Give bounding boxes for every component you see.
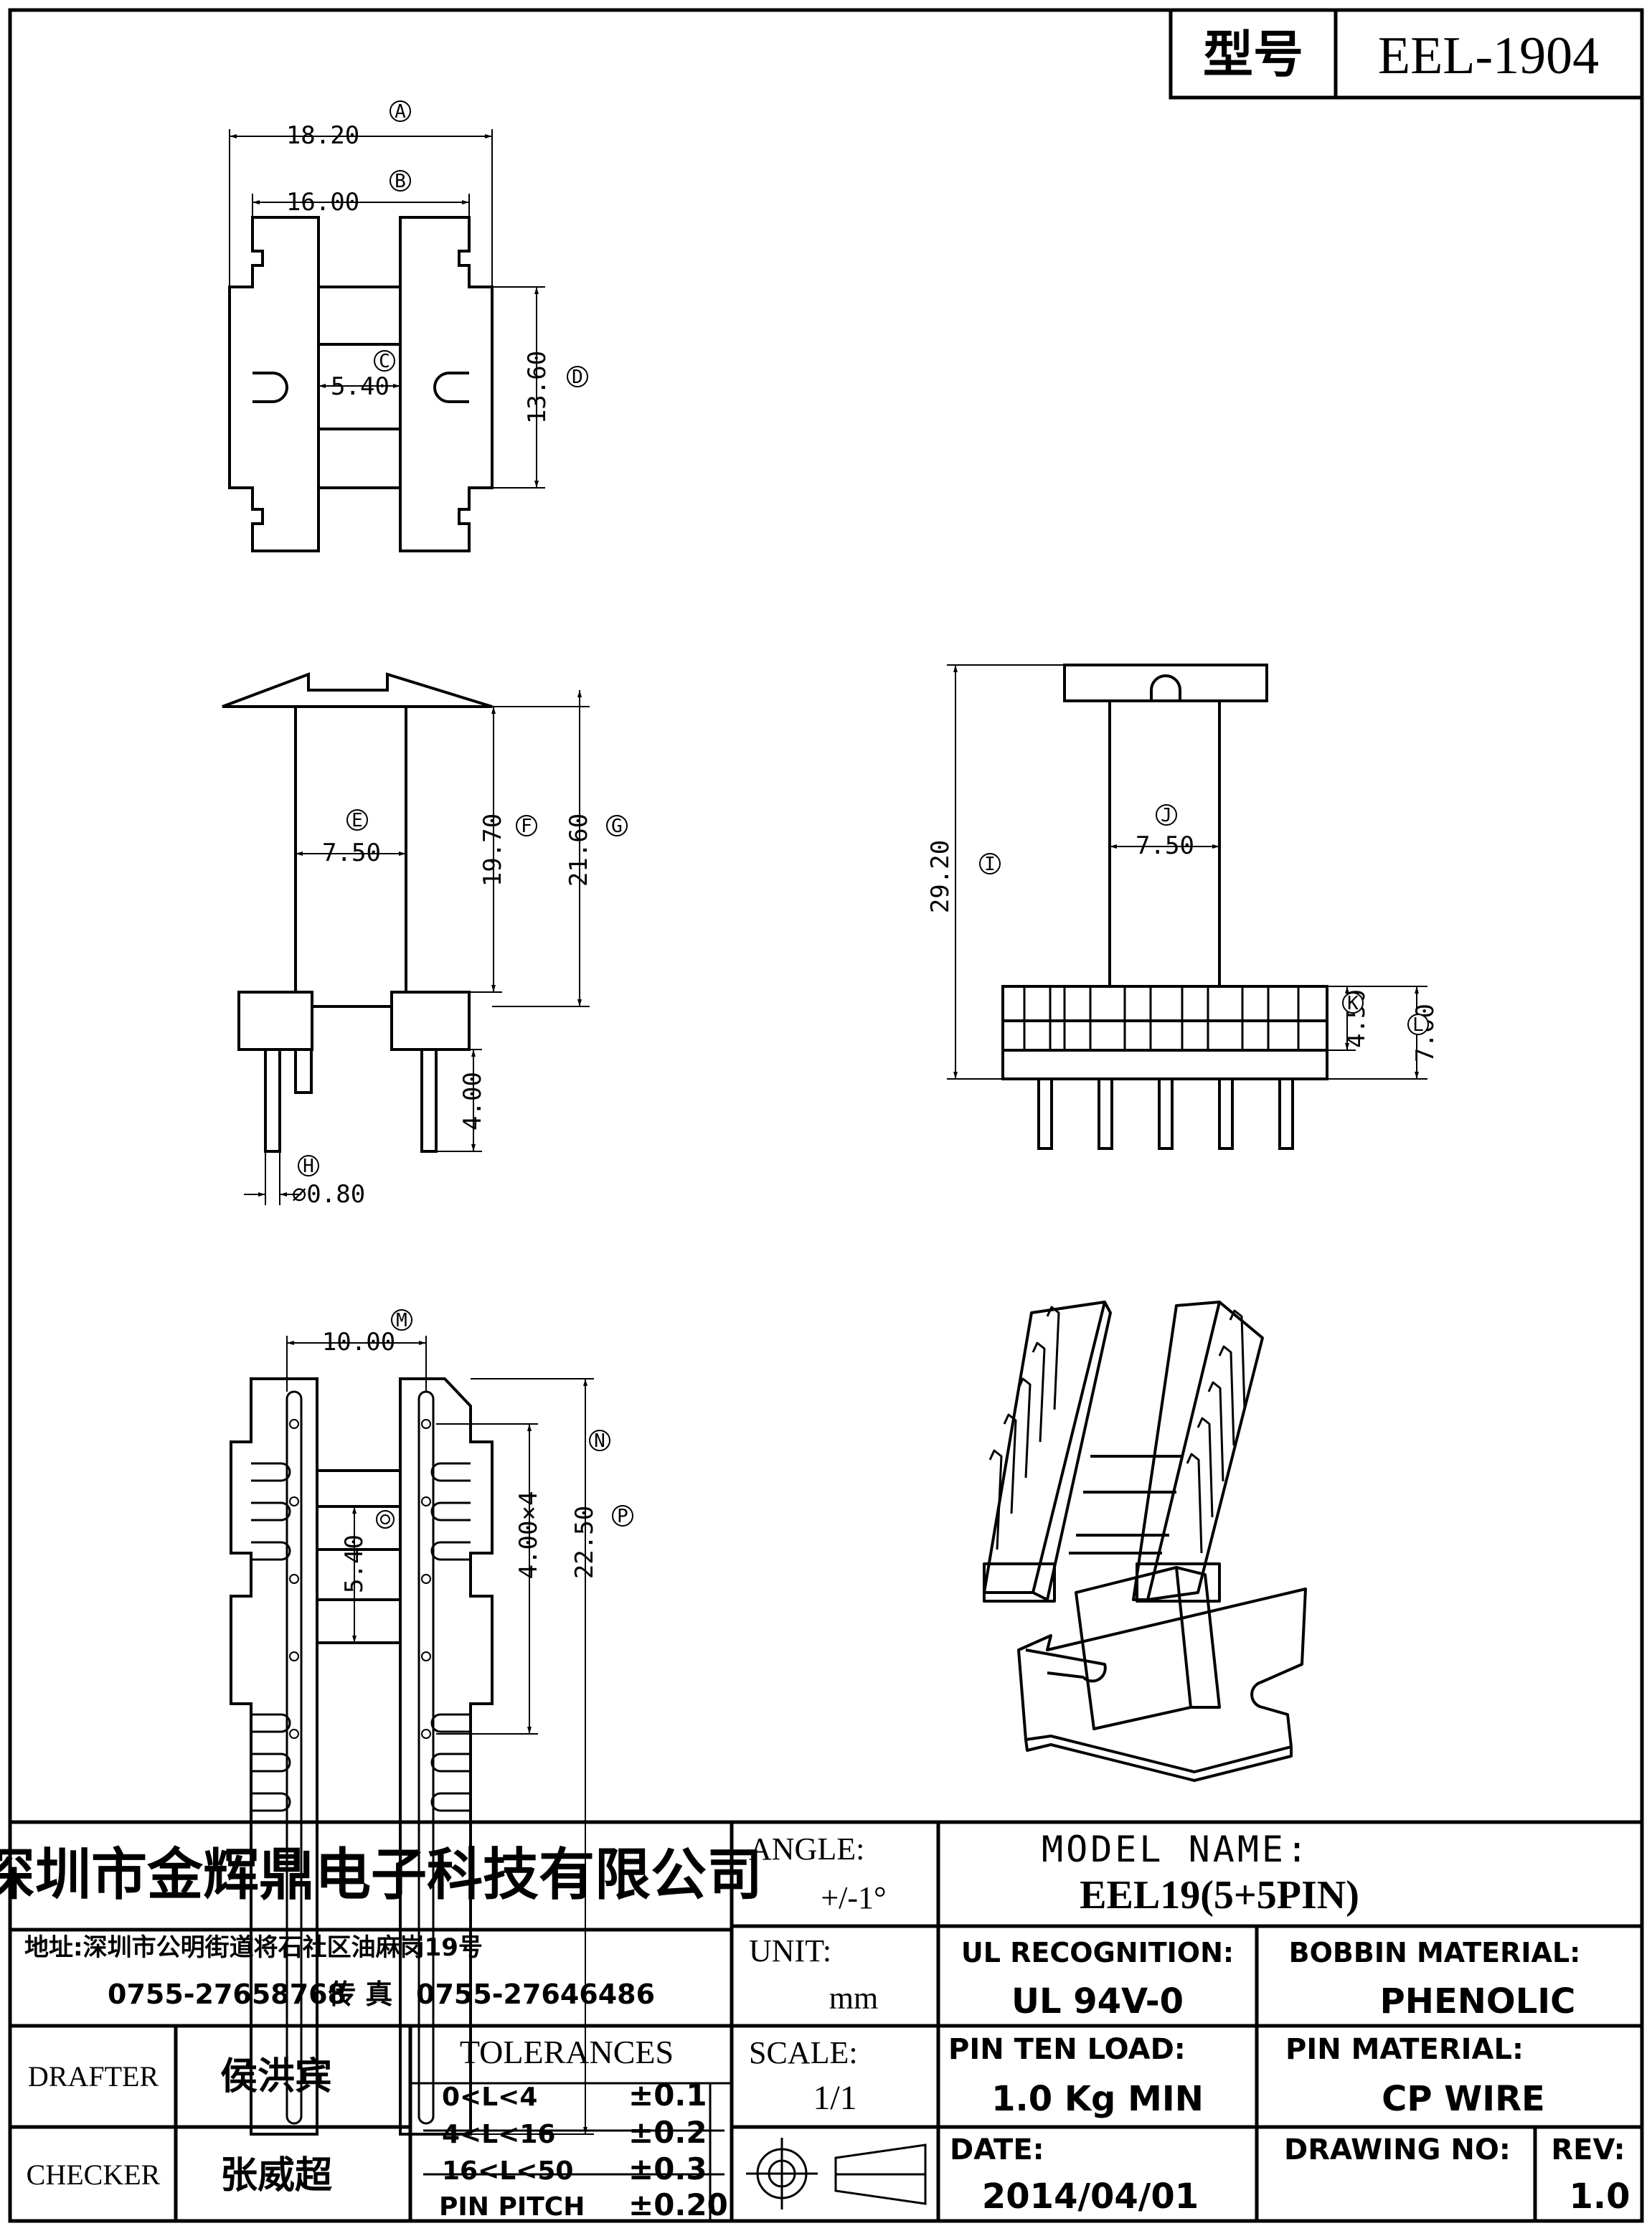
rev-value: 1.0 — [1569, 2176, 1630, 2217]
dim-p: 22.50 — [570, 1506, 599, 1579]
model-name-label: MODEL NAME: — [1042, 1829, 1311, 1870]
company-phone: 0755-27658768 — [108, 1978, 346, 2010]
company-fax: 0755-27646486 — [416, 1978, 655, 2010]
tolerance-value: ±0.3 — [628, 2151, 707, 2187]
dim-h: ⌀0.80 — [292, 1180, 365, 1209]
marker-c: C — [379, 351, 390, 372]
drafter-label: DRAFTER — [28, 2060, 159, 2093]
dim-pin-len: 4.00 — [458, 1072, 487, 1131]
angle-value: +/-1° — [821, 1880, 886, 1915]
unit-label: UNIT: — [749, 1933, 831, 1968]
front-view — [222, 672, 493, 1153]
rev-label: REV: — [1551, 2133, 1625, 2166]
dim-j: 7.50 — [1136, 831, 1194, 860]
dim-c: 5.40 — [331, 372, 390, 401]
checker-name: 张威超 — [220, 2154, 333, 2197]
checker-label: CHECKER — [27, 2159, 161, 2191]
marker-h: H — [303, 1156, 314, 1177]
marker-d: D — [572, 367, 583, 388]
pin-material-value: CP WIRE — [1382, 2079, 1545, 2119]
dim-f: 19.70 — [478, 813, 507, 887]
tolerance-value: ±0.2 — [628, 2115, 707, 2150]
marker-p: P — [617, 1506, 628, 1527]
side-view-labels: 29.20 I 7.50 J 4.50 K 7.00 L — [926, 804, 1440, 1062]
model-name-value: EEL19(5+5PIN) — [1080, 1873, 1359, 1918]
bottom-view-labels: 10.00 M 5.40 4.00×4 N 22.50 P — [322, 1309, 633, 1593]
date-value: 2014/04/01 — [982, 2176, 1199, 2217]
date-label: DATE: — [950, 2133, 1044, 2166]
marker-j: J — [1161, 805, 1172, 826]
drafter-name: 侯洪宾 — [220, 2055, 332, 2098]
model-value: EEL-1904 — [1378, 27, 1599, 85]
side-view-dimensions — [947, 664, 1427, 1080]
title-block: 深圳市金辉鼎电子科技有限公司 地址:深圳市公明街道将石社区油麻岗19号 0755… — [0, 1820, 1642, 2222]
unit-value: mm — [829, 1981, 878, 2016]
dim-n: 4.00×4 — [514, 1491, 543, 1580]
tolerance-value: ±0.20 — [628, 2187, 728, 2222]
marker-i: I — [984, 854, 996, 875]
model-label: 型号 — [1203, 25, 1303, 84]
tolerance-value: ±0.1 — [628, 2077, 707, 2113]
tolerance-range: 4<L<16 — [442, 2120, 555, 2149]
sheet-border — [8, 8, 1644, 2223]
bobbin-label: BOBBIN MATERIAL: — [1289, 1937, 1581, 1968]
bottom-view — [230, 1377, 494, 2136]
dim-e: 7.50 — [322, 839, 381, 867]
tolerances-title: TOLERANCES — [460, 2034, 674, 2070]
fax-label: 传 真 — [328, 1978, 392, 2010]
front-view-dimensions — [244, 690, 590, 1205]
drawing-no-label: DRAWING NO: — [1284, 2133, 1511, 2166]
marker-g: G — [611, 816, 623, 837]
bottom-view-dimensions — [286, 1336, 594, 2135]
dim-bottom-c: 5.40 — [340, 1534, 369, 1593]
ul-value: UL 94V-0 — [1011, 1981, 1184, 2022]
marker-f: F — [521, 816, 532, 837]
dim-d: 13.60 — [523, 351, 552, 424]
marker-n: N — [594, 1430, 605, 1452]
top-view-labels: 18.20 A 16.00 B 5.40 C 13.60 D — [286, 100, 588, 424]
marker-k: K — [1347, 993, 1359, 1014]
marker-a: A — [395, 101, 406, 123]
marker-l: L — [1412, 1014, 1424, 1036]
iso-view — [983, 1301, 1307, 1782]
model-header: 型号 EEL-1904 — [1169, 8, 1644, 100]
front-view-labels: 7.50 E 19.70 F 21.60 G 4.00 H ⌀0.80 — [292, 809, 628, 1209]
top-view-dimensions — [229, 129, 545, 489]
marker-e: E — [351, 810, 363, 831]
dim-a: 18.20 — [286, 121, 359, 150]
side-view — [1001, 664, 1328, 1150]
pin-load-label: PIN TEN LOAD: — [948, 2033, 1186, 2066]
dim-i: 29.20 — [926, 840, 955, 913]
dim-m: 10.00 — [322, 1328, 395, 1357]
pin-material-label: PIN MATERIAL: — [1285, 2033, 1524, 2066]
tolerance-range: PIN PITCH — [439, 2192, 585, 2222]
company-name: 深圳市金辉鼎电子科技有限公司 — [0, 1843, 763, 1907]
scale-label: SCALE: — [749, 2035, 858, 2070]
company-address: 地址:深圳市公明街道将石社区油麻岗19号 — [24, 1933, 483, 1962]
marker-b: B — [395, 171, 406, 192]
tolerance-range: 0<L<4 — [442, 2083, 537, 2112]
dim-g: 21.60 — [565, 813, 593, 887]
angle-label: ANGLE: — [749, 1831, 864, 1867]
dim-b: 16.00 — [286, 188, 359, 217]
pin-load-value: 1.0 Kg MIN — [991, 2079, 1204, 2119]
marker-m: M — [396, 1310, 407, 1331]
bobbin-value: PHENOLIC — [1380, 1981, 1576, 2022]
ul-label: UL RECOGNITION: — [961, 1937, 1234, 1968]
scale-value: 1/1 — [813, 2079, 856, 2117]
tolerance-range: 16<L<50 — [442, 2156, 573, 2186]
